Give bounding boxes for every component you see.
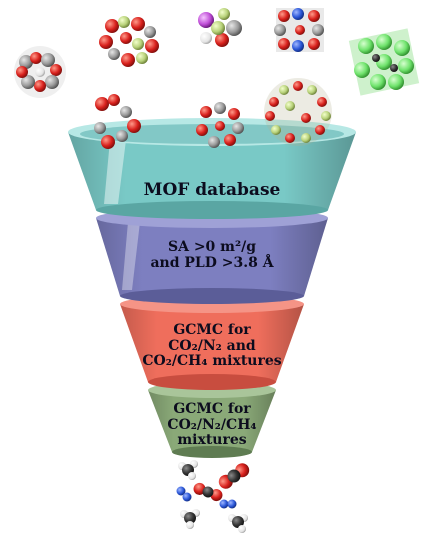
stage-3-line-1: GCMC for [173,322,251,338]
mof-crystal-icon [196,102,244,148]
n2-molecule-icon [219,499,237,509]
stage-1-label: MOF database [0,180,424,200]
stage-3-label: GCMC for CO₂/N₂ and CO₂/CH₄ mixtures [0,322,424,370]
stage-1-line-1: MOF database [143,180,281,200]
stage-4-line-1: GCMC for [173,401,251,417]
stage-2-line-1: SA >0 m²/g [167,239,257,255]
stage-2-label: SA >0 m²/g and PLD >3.8 Å [0,239,424,271]
ch4-molecule-icon [180,509,200,529]
co2-molecule-icon [218,463,250,489]
stage-3-line-3: CO₂/CH₄ mixtures [142,353,282,370]
mof-crystal-icon [198,8,242,47]
mof-crystal-icon [348,28,420,96]
n2-molecule-icon [176,486,192,502]
stage-4-line-2: CO₂/N₂/CH₄ [167,416,257,433]
mof-crystal-icon [99,16,159,67]
mof-crystal-icon [274,8,324,52]
mof-crystal-icon [94,94,141,149]
ch4-molecule-icon [178,460,198,480]
mof-crystal-icon [264,78,332,146]
ch4-molecule-icon [228,514,248,533]
stage-4-line-3: mixtures [177,432,247,449]
stage-3-line-2: CO₂/N₂ and [168,337,256,354]
stage-2-line-2: and PLD >3.8 Å [150,254,274,271]
co2-molecule-icon [193,482,223,502]
mof-crystal-icon [14,46,66,98]
stage-4-label: GCMC for CO₂/N₂/CH₄ mixtures [0,401,424,449]
